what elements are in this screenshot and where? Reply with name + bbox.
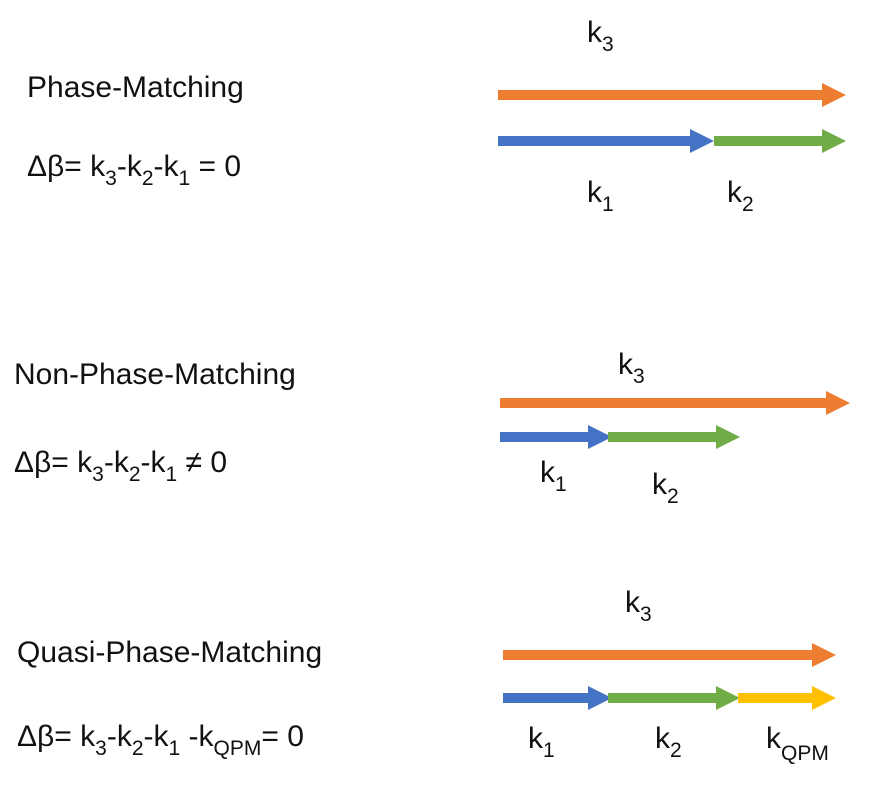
arrow-shaft xyxy=(498,90,822,100)
arrow-k3 xyxy=(503,643,836,667)
arrow-kqpm xyxy=(738,686,836,710)
arrow-k2 xyxy=(608,686,740,710)
arrow-k1 xyxy=(503,686,612,710)
arrow-k2 xyxy=(608,425,740,449)
section-phase-matching: Phase-Matching Δβ= k3-k2-k1 = 0 k3 k1 k2 xyxy=(27,16,846,216)
arrow-head-icon xyxy=(822,83,846,107)
arrow-shaft xyxy=(498,136,690,146)
arrow-head-icon xyxy=(716,686,740,710)
arrow-head-icon xyxy=(588,425,612,449)
equation: Δβ= k3-k2-k1 -kQPM= 0 xyxy=(17,720,304,760)
arrow-shaft xyxy=(608,432,716,442)
arrow-shaft xyxy=(500,432,588,442)
arrow-shaft xyxy=(714,136,822,146)
label-k1: k1 xyxy=(540,456,567,496)
arrow-head-icon xyxy=(690,129,714,153)
section-title: Phase-Matching xyxy=(27,71,244,104)
arrow-k3 xyxy=(500,391,850,415)
arrow-k2 xyxy=(714,129,846,153)
label-k3: k3 xyxy=(587,16,614,56)
label-k3: k3 xyxy=(618,348,645,388)
arrow-shaft xyxy=(738,693,812,703)
arrow-head-icon xyxy=(826,391,850,415)
section-title: Quasi-Phase-Matching xyxy=(17,636,322,669)
section-non-phase-matching: Non-Phase-Matching Δβ= k3-k2-k1 ≠ 0 k3 k… xyxy=(14,348,850,508)
arrow-shaft xyxy=(608,693,716,703)
label-k1: k1 xyxy=(528,722,555,762)
arrow-head-icon xyxy=(812,643,836,667)
label-k2: k2 xyxy=(655,722,682,762)
label-k1: k1 xyxy=(587,176,614,216)
equation: Δβ= k3-k2-k1 = 0 xyxy=(27,150,241,190)
label-k3: k3 xyxy=(625,586,652,626)
label-kqpm: kQPM xyxy=(766,722,829,765)
arrow-head-icon xyxy=(716,425,740,449)
arrow-shaft xyxy=(500,398,826,408)
label-k2: k2 xyxy=(652,468,679,508)
arrow-head-icon xyxy=(822,129,846,153)
arrow-k1 xyxy=(500,425,612,449)
arrow-head-icon xyxy=(588,686,612,710)
arrow-shaft xyxy=(503,693,588,703)
label-k2: k2 xyxy=(727,176,754,216)
arrow-shaft xyxy=(503,650,812,660)
arrow-k3 xyxy=(498,83,846,107)
section-title: Non-Phase-Matching xyxy=(14,358,296,391)
arrow-k1 xyxy=(498,129,714,153)
section-quasi-phase-matching: Quasi-Phase-Matching Δβ= k3-k2-k1 -kQPM=… xyxy=(17,586,836,765)
arrow-head-icon xyxy=(812,686,836,710)
equation: Δβ= k3-k2-k1 ≠ 0 xyxy=(14,446,227,486)
